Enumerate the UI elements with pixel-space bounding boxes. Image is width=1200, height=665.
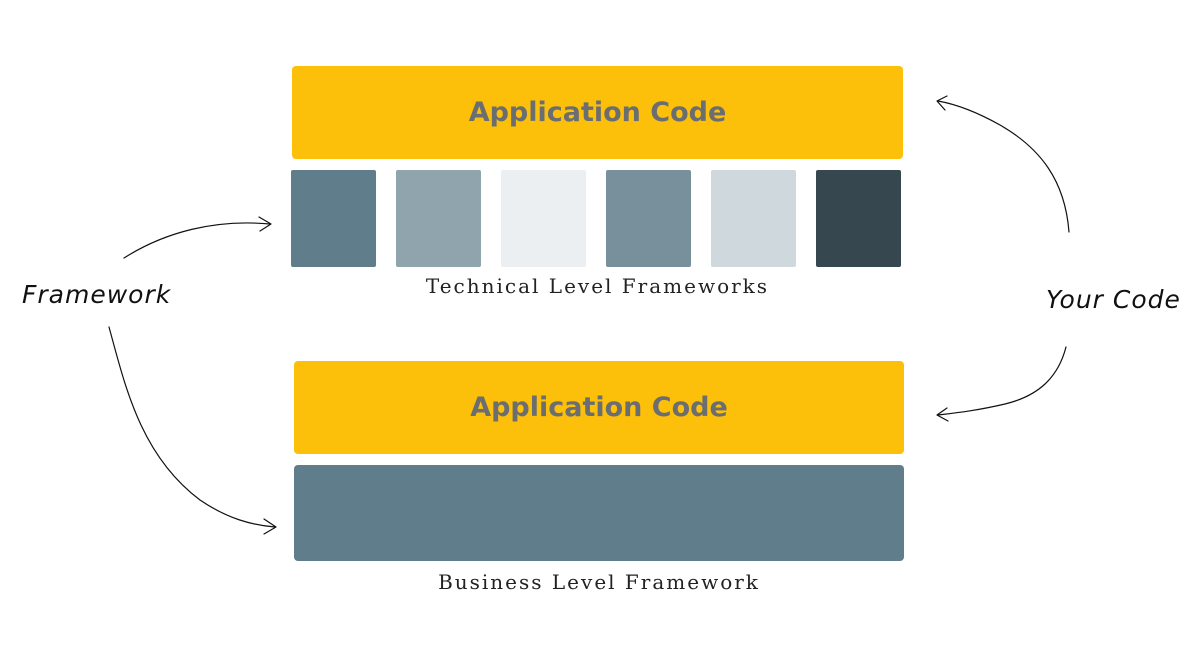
technical-framework-block-2 (396, 170, 481, 267)
framework-to-business-arrowhead (263, 518, 277, 535)
bottom-application-code-label: Application Code (470, 392, 728, 423)
technical-framework-block-1 (291, 170, 376, 267)
yourcode-to-top-app-arrow (937, 100, 1070, 233)
framework-to-technical-arrow (123, 222, 271, 259)
technical-framework-block-6 (816, 170, 901, 267)
your-code-side-label: Your Code (1046, 285, 1181, 314)
technical-framework-block-4 (606, 170, 691, 267)
top-application-code-label: Application Code (468, 97, 727, 128)
yourcode-to-bottom-app-arrowhead (936, 407, 949, 422)
technical-framework-block-3 (501, 170, 586, 267)
yourcode-to-bottom-app-arrow (937, 346, 1067, 416)
framework-to-business-arrow (108, 326, 276, 528)
top-application-code-box: Application Code (292, 66, 903, 159)
framework-side-label: Framework (22, 280, 172, 309)
yourcode-to-top-app-arrowhead (936, 95, 948, 111)
framework-to-technical-arrowhead (258, 216, 272, 232)
technical-framework-block-5 (711, 170, 796, 267)
business-framework-block (294, 465, 904, 561)
business-framework-caption: Business Level Framework (438, 570, 760, 594)
bottom-application-code-box: Application Code (294, 361, 904, 454)
technical-frameworks-caption: Technical Level Frameworks (425, 274, 770, 298)
